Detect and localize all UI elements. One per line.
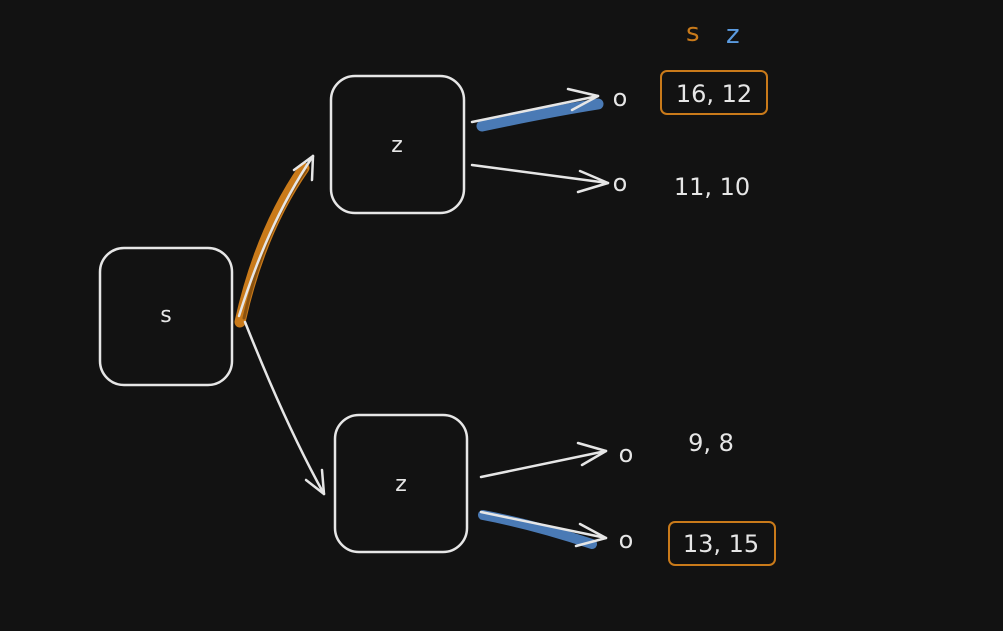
leaf-marker-upper-top: o: [613, 84, 628, 112]
leaf-marker-lower-bottom: o: [619, 526, 634, 554]
payoffs: 16, 12 11, 10 9, 8 13, 15: [674, 80, 759, 558]
edge-lower-to-top-leaf: [479, 449, 608, 479]
edge-root-to-lower: [243, 320, 326, 496]
decision-nodes: [98, 74, 469, 554]
terminal-markers: o o o o: [613, 84, 634, 554]
arrowhead-lower-to-bottom-leaf: [574, 522, 608, 548]
leaf-marker-lower-top: o: [619, 440, 634, 468]
edge-upper-to-top-leaf: [470, 94, 600, 124]
node-root-label: s: [160, 303, 171, 328]
payoff-lower-bottom: 13, 15: [683, 530, 759, 558]
outcome-box-lower-bottom: [668, 521, 776, 566]
node-lower-label: z: [395, 472, 407, 497]
outcome-box-upper-top: [660, 70, 768, 115]
outcome-boxes: [660, 70, 776, 566]
node-upper: [329, 74, 466, 215]
payoff-lower-top: 9, 8: [688, 429, 734, 457]
node-labels: s z z: [160, 133, 407, 497]
leaf-marker-upper-bottom: o: [613, 169, 628, 197]
arrowhead-lower-to-top-leaf: [576, 441, 608, 467]
edges: [237, 87, 610, 548]
arrowhead-upper-to-bottom-leaf: [576, 169, 610, 194]
legend: s z: [686, 18, 740, 50]
highlight-root-to-upper: [234, 162, 310, 328]
payoff-upper-bottom: 11, 10: [674, 173, 750, 201]
node-upper-label: z: [391, 133, 403, 158]
arrowhead-root-to-upper: [292, 154, 315, 182]
node-lower: [333, 413, 469, 554]
edge-lower-to-bottom-leaf: [479, 510, 608, 540]
legend-player-s: s: [686, 18, 700, 48]
arrowhead-root-to-lower: [304, 468, 326, 496]
payoff-upper-top: 16, 12: [676, 80, 752, 108]
arrowhead-upper-to-top-leaf: [566, 87, 600, 112]
legend-player-z: z: [726, 20, 740, 50]
node-root: [98, 246, 234, 387]
highlight-lower-to-bottom-leaf: [478, 510, 597, 549]
highlight-upper-to-top-leaf: [476, 98, 604, 132]
edge-root-to-upper: [237, 154, 315, 318]
edge-upper-to-bottom-leaf: [470, 163, 610, 185]
